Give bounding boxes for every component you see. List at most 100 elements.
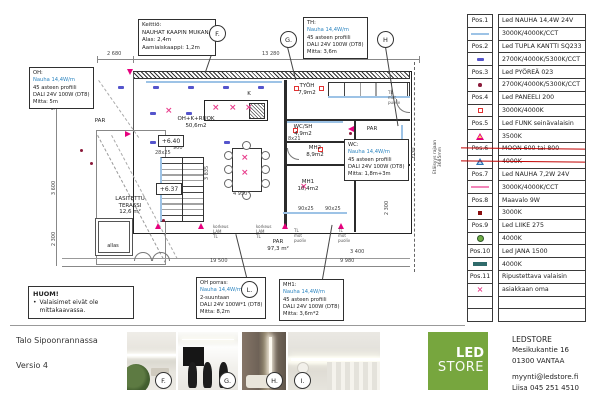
legend-pos: Pos.8	[467, 193, 493, 207]
legend-empty-cell	[467, 308, 493, 323]
callout-h: H	[377, 31, 394, 48]
company-email: myynti@ledstore.fi	[512, 373, 579, 382]
dining-chair	[261, 165, 270, 174]
legend-desc: Led TUPLA KANTTI SQ233	[498, 39, 586, 54]
micro-note: korkeus LAM TL	[213, 224, 229, 239]
led-strip-mh1	[283, 212, 347, 214]
photo-badge-g: G.	[219, 372, 236, 389]
legend-empty-cell	[498, 295, 586, 310]
company-name: LEDSTORE	[512, 335, 552, 344]
legend-desc: Led LIIKE 275	[498, 218, 586, 233]
spot-symbol	[153, 86, 159, 89]
spot-symbol	[150, 141, 156, 144]
project-title: Talo Sipoonrannassa	[16, 336, 98, 345]
cove-light-line	[181, 338, 235, 341]
wall-wcsh-bottom	[286, 141, 356, 143]
legend-pos: Pos.1	[467, 14, 493, 28]
boundary-ei30-label: EI30	[411, 147, 417, 159]
led-strip-symbol	[467, 180, 493, 195]
pendant-symbol: ×	[229, 103, 237, 113]
dim-line-bottom	[62, 266, 410, 267]
spot-symbol	[118, 86, 124, 89]
dining-chair	[242, 191, 251, 200]
spot-symbol	[150, 112, 156, 115]
micro-note: TL mot puoliv	[338, 228, 351, 243]
led-strip-wcsh	[287, 121, 343, 123]
dim-label: 28x25	[155, 150, 171, 156]
bar-stool	[187, 361, 197, 388]
legend-temp: 3000K/4000K/CCT	[498, 180, 586, 195]
room-label-mh1: MH1 10,4m2	[297, 179, 319, 192]
pendant-symbol: ×	[241, 168, 249, 178]
led-under-cabinet-glow	[127, 354, 176, 357]
wall-tyoh-bottom	[286, 119, 410, 121]
bullet-glyph: •	[33, 299, 37, 307]
spot-symbol	[188, 86, 194, 89]
downlight-symbol	[467, 77, 493, 92]
top-wall-hatch	[133, 71, 410, 79]
led-strip-right	[401, 125, 403, 147]
dim-tick	[419, 56, 420, 63]
note-box-wc: WC: Nauha 14,4W/m 45 asteen profiili DAL…	[344, 139, 409, 182]
dim-label: 3 835	[204, 165, 210, 181]
room-label-wcsh: WC/SH 4,9m2	[293, 124, 313, 137]
project-version: Versio 4	[16, 361, 48, 370]
callout-g: G.	[280, 31, 297, 48]
panel-symbol	[467, 103, 493, 118]
legend-temp: 3000K/4000K/CCT	[498, 26, 586, 41]
legend-pos: Pos.9	[467, 218, 493, 233]
door-swing-arc	[152, 252, 170, 261]
wall-light-symbol	[198, 223, 204, 229]
photo-badge-f: F.	[155, 372, 172, 389]
stove-hatch	[249, 102, 265, 119]
dim-label: 90x25	[298, 206, 314, 212]
legend-temp: asiakkaan oma	[498, 282, 586, 297]
legend-temp: 2700K/4000K/5300K/CCT	[498, 77, 586, 92]
logo-text-store: STORE	[437, 360, 484, 375]
spot-symbol	[224, 141, 230, 144]
legend-pos: Pos.5	[467, 116, 493, 131]
downlight-symbol	[162, 219, 165, 222]
legend-pos: Pos.6	[467, 141, 493, 156]
motion-light-symbol	[467, 231, 493, 246]
note-title: Keittiö:	[142, 22, 162, 28]
legend-desc: Ripustettava valaisin	[498, 269, 586, 284]
legend-pos: Pos.11	[467, 269, 493, 284]
huom-text: Valaisimet eivät ole mittakaavassa.	[39, 299, 99, 315]
wall-light-symbol	[348, 126, 354, 132]
legend-temp: 4000K	[498, 257, 586, 271]
room-label-kitchen: K	[247, 91, 251, 97]
dim-line-left	[56, 72, 57, 266]
company-phone: Liisa 045 251 4510	[512, 383, 579, 392]
dim-tick	[97, 56, 98, 63]
downlight-symbol	[90, 162, 93, 165]
divider-line	[10, 325, 465, 326]
legend-empty-cell	[467, 295, 493, 310]
spot-symbol	[223, 86, 229, 89]
legend-temp: 4000K	[498, 231, 586, 246]
legend-temp: 3500K	[498, 129, 586, 143]
legend-pos: Pos.10	[467, 244, 493, 259]
room-label-terassi: LASITETTU TERASSI 12,6 m²	[115, 196, 145, 216]
legend-pos: Pos.7	[467, 167, 493, 182]
company-street: Mesikukantie 16	[512, 346, 569, 355]
dining-chair	[261, 151, 270, 160]
legend-temp: 3000K	[498, 205, 586, 220]
led-strip-symbol	[467, 26, 493, 41]
panel-symbol	[319, 86, 324, 91]
spot-symbol	[467, 52, 493, 67]
company-contact-block: LEDSTORE Mesikukantie 16 01300 VANTAA my…	[512, 334, 579, 393]
room-label-living: OH+K+RUOK 50,6m2	[177, 116, 215, 129]
terrace-par-boundary	[62, 258, 410, 259]
ground-light-symbol	[467, 205, 493, 220]
huom-title: HUOM!	[33, 290, 59, 298]
panel-symbol	[318, 147, 323, 152]
wall-light-symbol	[127, 69, 133, 75]
micro-note: korkeus LAM TL	[256, 224, 272, 239]
spot-symbol	[186, 112, 192, 115]
vertical-light-strip	[269, 336, 273, 374]
dim-label: 3 400	[350, 249, 365, 255]
callout-f: F.	[209, 25, 226, 42]
wall-light-symbol	[467, 129, 493, 143]
spot-symbol	[258, 86, 264, 89]
